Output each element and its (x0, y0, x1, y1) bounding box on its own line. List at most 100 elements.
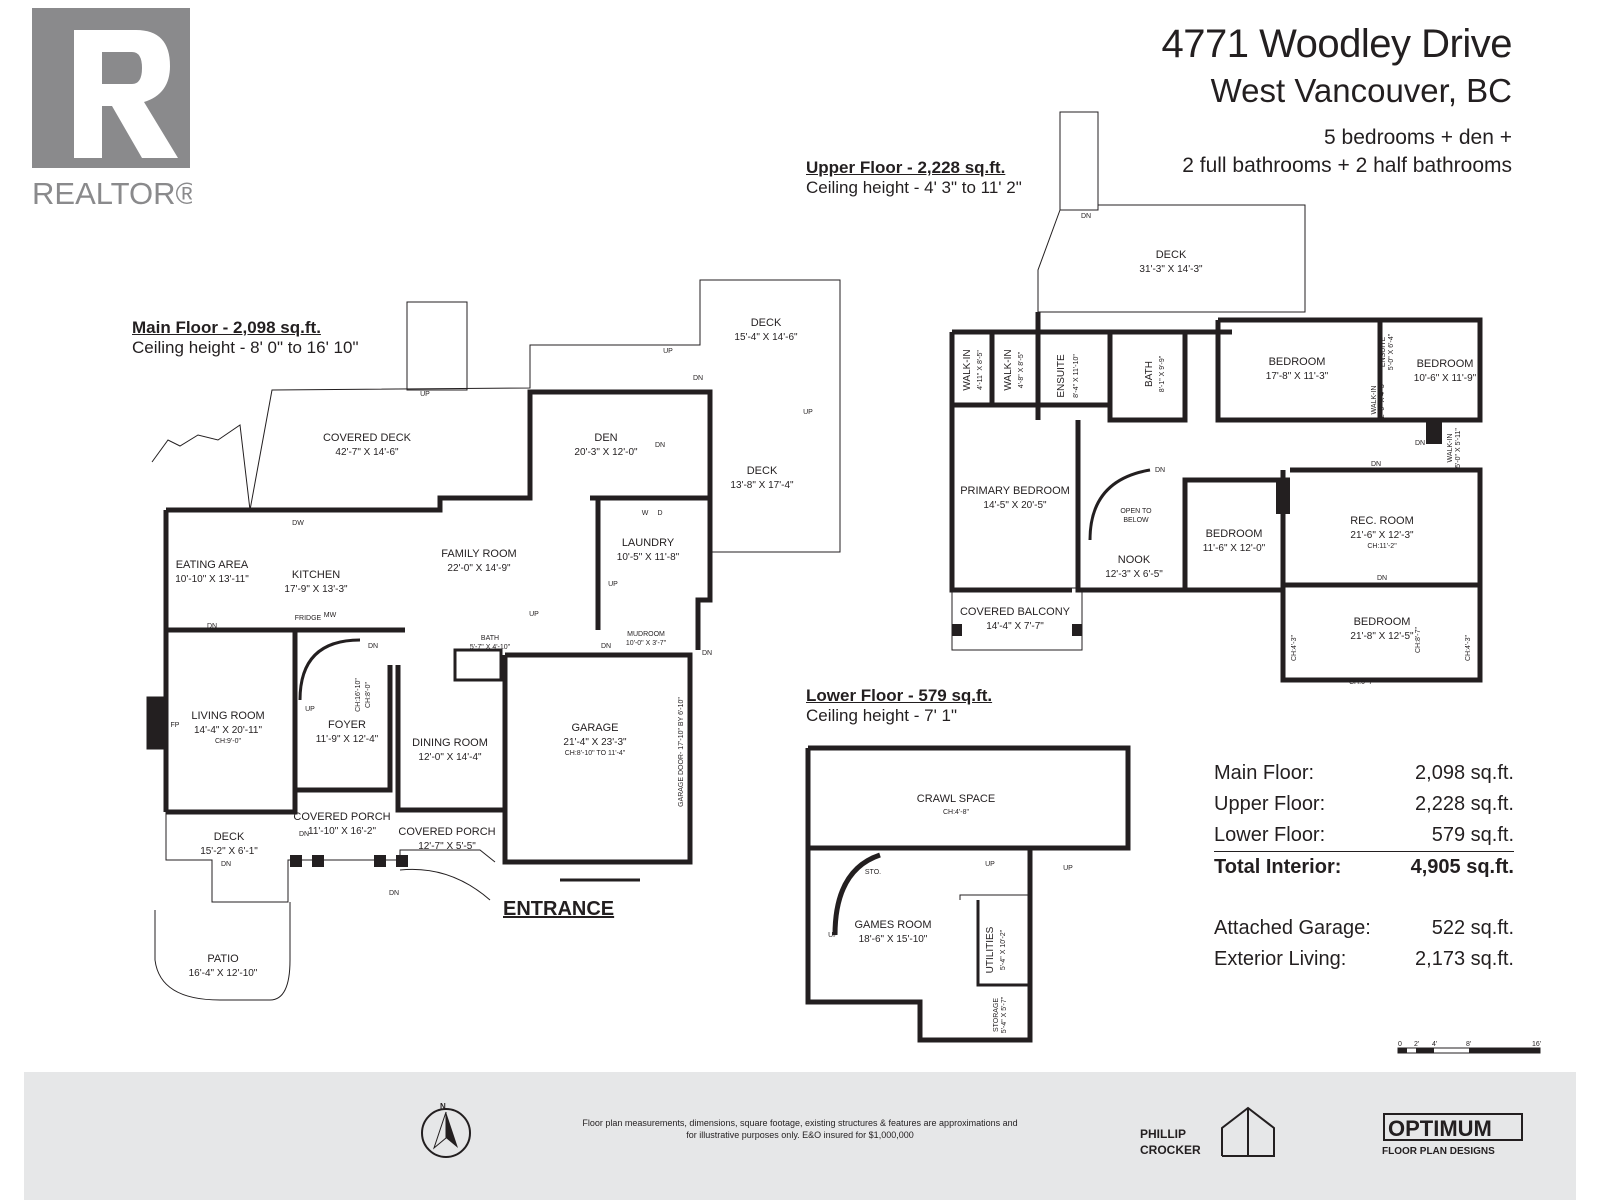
dn-label-7: DN (299, 831, 309, 838)
dn-label-3: DN (207, 623, 217, 630)
room-living: LIVING ROOM (191, 710, 264, 722)
lower-floor-title: Lower Floor - 579 sq.ft. (806, 686, 993, 705)
summary-row: Lower Floor:579 sq.ft. (1214, 820, 1514, 852)
dim-games: 18'-6" X 15'-10" (859, 934, 928, 945)
main-floor-plan (146, 279, 841, 1001)
room-storage: STORAGE (993, 998, 1000, 1032)
room-covered-deck: COVERED DECK (323, 432, 412, 444)
entrance-label: ENTRANCE (503, 898, 615, 920)
room-covered-porch-1: COVERED PORCH (293, 811, 390, 823)
dn-label-1: DN (693, 375, 703, 382)
upper-floor-plan (949, 111, 1483, 683)
optimum-logo: OPTIMUM FLOOR PLAN DESIGNS (1380, 1112, 1540, 1162)
dn-label-6: DN (702, 650, 712, 657)
upper-deck-outline (1037, 204, 1306, 313)
up-label-3: UP (803, 409, 813, 416)
dim-rec: 21'-6" X 12'-3" (1350, 530, 1414, 541)
up-label-1: UP (420, 391, 430, 398)
upper-dn-4: DN (1415, 440, 1425, 447)
summary-row: Exterior Living:2,173 sq.ft. (1214, 948, 1514, 970)
lower-floor-plan (805, 745, 1131, 1043)
upper-chimney (1059, 111, 1099, 211)
room-walkin-1: WALK-IN (962, 349, 973, 390)
d-label: D (657, 510, 662, 517)
upper-column (1276, 478, 1290, 514)
up-label-4: UP (305, 706, 315, 713)
room-eating-area: EATING AREA (176, 559, 249, 571)
svg-text:REALTOR®: REALTOR® (32, 176, 192, 211)
dim-bedroom-4: 21'-8" X 12'-5" (1350, 631, 1414, 642)
up-label-6: UP (529, 611, 539, 618)
room-garage: GARAGE (571, 722, 618, 734)
svg-text:N: N (440, 1102, 446, 1111)
phillip-crocker-logo: PHILLIP CROCKER (1140, 1102, 1285, 1158)
room-primary: PRIMARY BEDROOM (960, 485, 1070, 497)
footer-band (24, 1072, 1576, 1200)
fp-label: FP (171, 722, 180, 729)
open-below: BELOW (1123, 517, 1149, 524)
room-nook: NOOK (1118, 554, 1151, 566)
dim-primary: 14'-5" X 20'-5" (983, 500, 1047, 511)
dim-walkin-3: 5'-0" X 5'-11" (1455, 428, 1462, 468)
svg-text:CROCKER: CROCKER (1140, 1143, 1201, 1157)
upper-stair-curve (1088, 468, 1151, 541)
dim-deck-3: 15'-2" X 6'-1" (200, 846, 258, 857)
ch-crawl: CH:4'-8" (943, 809, 970, 816)
room-den: DEN (594, 432, 617, 444)
w-label: W (642, 510, 649, 517)
nook-walls (1075, 420, 1290, 593)
dim-covered-balcony: 14'-4" X 7'-7" (986, 621, 1044, 632)
dim-storage: 5'-4" X 5'-7" (1001, 996, 1008, 1033)
room-bedroom-3: BEDROOM (1206, 528, 1263, 540)
bedrooms-line-1: 5 bedrooms + den + (1324, 126, 1512, 149)
dim-covered-deck: 42'-7" X 14'-6" (335, 447, 399, 458)
balcony-post-2 (1072, 624, 1082, 636)
dim-nook: 12'-3" X 6'-5" (1105, 569, 1163, 580)
dim-mudroom: 10'-0" X 3'-7" (626, 640, 667, 647)
utility-box (959, 894, 1030, 900)
dim-family: 22'-0" X 14'-9" (447, 563, 511, 574)
summary-row: Attached Garage:522 sq.ft. (1214, 917, 1514, 939)
svg-text:FLOOR PLAN DESIGNS: FLOOR PLAN DESIGNS (1382, 1146, 1495, 1157)
room-utilities: UTILITIES (985, 926, 996, 973)
up-label-2: UP (663, 348, 673, 355)
dim-bedroom-2: 10'-6" X 11'-9" (1414, 373, 1477, 384)
dn-label-9: DN (389, 890, 399, 897)
dim-den: 20'-3" X 12'-0" (574, 447, 638, 458)
lower-outer-walls (805, 745, 1131, 1043)
summary-row: Main Floor:2,098 sq.ft. (1214, 762, 1514, 784)
room-family: FAMILY ROOM (441, 548, 516, 560)
room-games: GAMES ROOM (854, 919, 931, 931)
bath-walls-upper (1107, 332, 1188, 423)
lower-up-1: UP (985, 861, 995, 868)
garage-door-label: GARAGE DOOR- 17'-10" BY 6'-10" (678, 697, 685, 807)
room-dining: DINING ROOM (412, 737, 488, 749)
post-3 (374, 855, 386, 867)
dim-covered-porch-2: 12'-7" X 5'-5" (418, 841, 476, 852)
deck-outline (151, 424, 392, 511)
svg-text:8': 8' (1466, 1041, 1471, 1048)
post-4 (396, 855, 408, 867)
main-floor-ceiling: Ceiling height - 8' 0" to 16' 10" (132, 338, 359, 357)
svg-text:2': 2' (1414, 1041, 1419, 1048)
upper-floor-labels: DECK 31'-3" X 14'-3" WALK-IN 4'-11" X 8'… (960, 213, 1477, 686)
room-covered-porch-2: COVERED PORCH (398, 826, 495, 838)
dn-label-2: DN (655, 442, 665, 449)
upper-dn-2: DN (1155, 467, 1165, 474)
dim-bedroom-3: 11'-6" X 12'-0" (1203, 543, 1266, 554)
room-bedroom-4: BEDROOM (1354, 616, 1411, 628)
foyer-wall (295, 665, 393, 793)
scale-bar: 0 2' 4' 8' 16' (1396, 1038, 1546, 1060)
dim-patio: 16'-4" X 12'-10" (189, 968, 258, 979)
ch-foyer: CH:16'-10" (355, 678, 362, 712)
dw-label: DW (292, 520, 304, 527)
balcony-post-1 (952, 624, 962, 636)
lower-stair-curve (832, 852, 881, 936)
upper-floor-ceiling: Ceiling height - 4' 3" to 11' 2" (806, 178, 1022, 197)
room-ensuite: ENSUITE (1056, 354, 1067, 398)
bedrooms-line-2: 2 full bathrooms + 2 half bathrooms (1182, 154, 1512, 177)
ch-a: CH:4'-3" (1291, 634, 1298, 661)
dim-walkin-1: 4'-11" X 8'-5" (977, 350, 984, 390)
address-line-1: 4771 Woodley Drive (1161, 22, 1513, 66)
utilities-wall (976, 900, 1030, 987)
